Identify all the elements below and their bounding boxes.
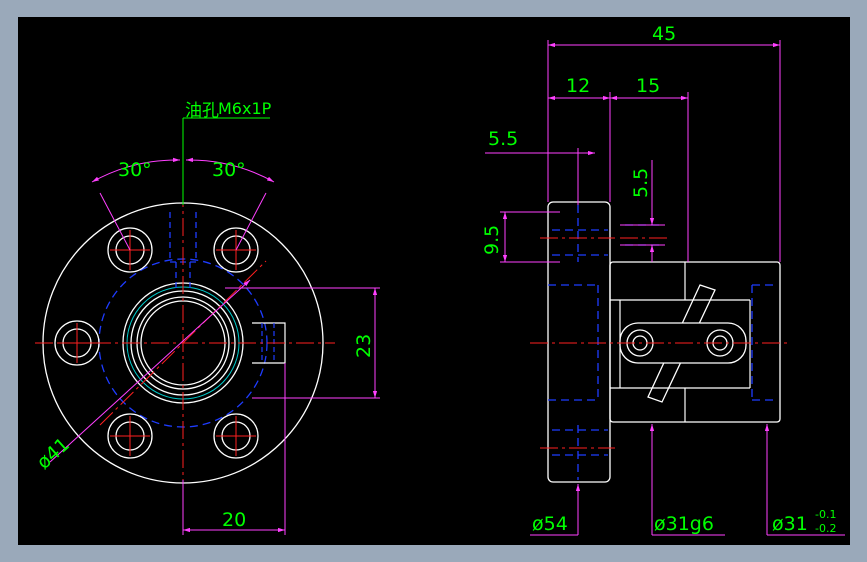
side-top-dims <box>547 40 781 262</box>
side-view: 45 12 15 5.5 5.5 9.5 <box>481 23 845 536</box>
dim-5-5-vertical <box>620 160 665 262</box>
angle-right-label: 30° <box>212 159 246 181</box>
dim-5-5-vertical-label: 5.5 <box>630 168 652 198</box>
dim-23-lines <box>225 287 380 399</box>
dim-9-5 <box>500 211 560 263</box>
dim-54-label: ø54 <box>532 513 568 535</box>
front-center-lines <box>35 160 335 500</box>
dim-15-label: 15 <box>636 75 660 97</box>
dim-5-5-horizontal-label: 5.5 <box>488 128 518 150</box>
dim-9-5-label: 9.5 <box>481 225 503 255</box>
tol-upper-label: -0.1 <box>815 508 836 521</box>
dim-45-label: 45 <box>652 23 676 45</box>
drawing-canvas: 30° 30° 油孔 M6x1P 23 20 ø41 <box>18 17 850 545</box>
oil-hole-label: 油孔 <box>185 101 219 121</box>
side-bottom-dims <box>530 424 845 536</box>
angle-dimensions <box>91 157 275 251</box>
dim-5-5-horizontal <box>485 148 595 205</box>
nut-body-side <box>609 261 781 423</box>
dim-20-label: 20 <box>222 509 246 531</box>
flange-side <box>547 201 611 483</box>
angle-left-label: 30° <box>118 159 152 181</box>
oil-hole-leader <box>182 117 270 205</box>
side-center-lines <box>530 237 790 449</box>
front-view: 30° 30° 油孔 M6x1P 23 20 ø41 <box>33 99 380 535</box>
dim-41-leader <box>49 279 251 463</box>
dim-31-label: ø31 <box>772 513 808 535</box>
dim-41-label: ø41 <box>33 433 74 473</box>
dim-12-label: 12 <box>566 75 590 97</box>
dim-31g6-label: ø31g6 <box>654 513 714 535</box>
oil-thread-label: M6x1P <box>218 99 272 118</box>
dim-20-lines <box>182 363 286 535</box>
tol-lower-label: -0.2 <box>815 522 836 535</box>
dim-23-label: 23 <box>353 334 375 358</box>
